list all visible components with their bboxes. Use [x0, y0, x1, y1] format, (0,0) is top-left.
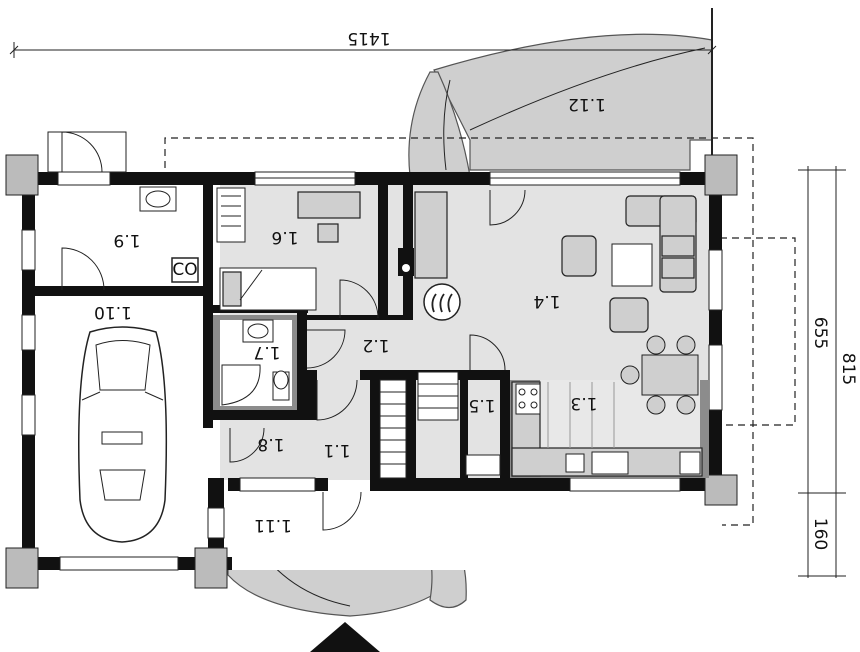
- dimension-overall-width: 1415: [347, 28, 390, 48]
- coffee-table: [611, 243, 653, 287]
- dimension-main-depth: 655: [810, 317, 830, 349]
- room-label-1-1: 1.1: [323, 440, 350, 460]
- door-1-9: [61, 247, 105, 291]
- chimney-co: CO: [171, 257, 199, 283]
- terrace-1-12: [408, 8, 713, 177]
- room-label-1-9: 1.9: [113, 230, 140, 250]
- dimension-right: 655 815 160: [798, 166, 858, 578]
- car-icon: [78, 326, 168, 543]
- fireplace-icon: [423, 283, 461, 321]
- stove-small: [398, 248, 414, 276]
- shelving: [216, 187, 246, 243]
- kitchen-counters: [511, 381, 703, 477]
- windows: [21, 171, 723, 571]
- room-label-1-12: 1.12: [568, 94, 606, 114]
- room-label-1-7: 1.7: [253, 342, 280, 362]
- room-labels: 1.12 1.6 1.9 1.10 1.4 1.2 1.7 1.5 1.3 1.…: [94, 94, 606, 535]
- room-label-1-2: 1.2: [362, 335, 389, 355]
- washbasin-1-9: [139, 186, 177, 212]
- bay-outline: [720, 237, 796, 426]
- corner-piers: [5, 154, 738, 589]
- room-label-1-11: 1.11: [254, 515, 292, 535]
- armchairs: [561, 235, 649, 333]
- bed: [219, 267, 317, 311]
- bathroom-fixtures: [221, 319, 290, 406]
- dimension-overall-depth: 815: [838, 353, 858, 385]
- sofa: [625, 195, 697, 293]
- chimney-label: CO: [172, 260, 197, 280]
- counter: [414, 191, 448, 279]
- stairs: [379, 371, 501, 479]
- room-label-1-10: 1.10: [94, 302, 132, 322]
- room-label-1-8: 1.8: [257, 434, 284, 454]
- study-desk: [297, 191, 361, 243]
- entry-arrow-icon: [310, 622, 380, 652]
- dimension-top: 1415: [9, 28, 717, 58]
- room-label-1-4: 1.4: [533, 291, 560, 311]
- dimension-entrance-depth: 160: [810, 518, 830, 550]
- room-label-1-3: 1.3: [570, 393, 597, 413]
- room-label-1-6: 1.6: [271, 227, 298, 247]
- room-label-1-5: 1.5: [468, 395, 495, 415]
- dining-table: [620, 335, 699, 415]
- door-swings: [47, 131, 526, 531]
